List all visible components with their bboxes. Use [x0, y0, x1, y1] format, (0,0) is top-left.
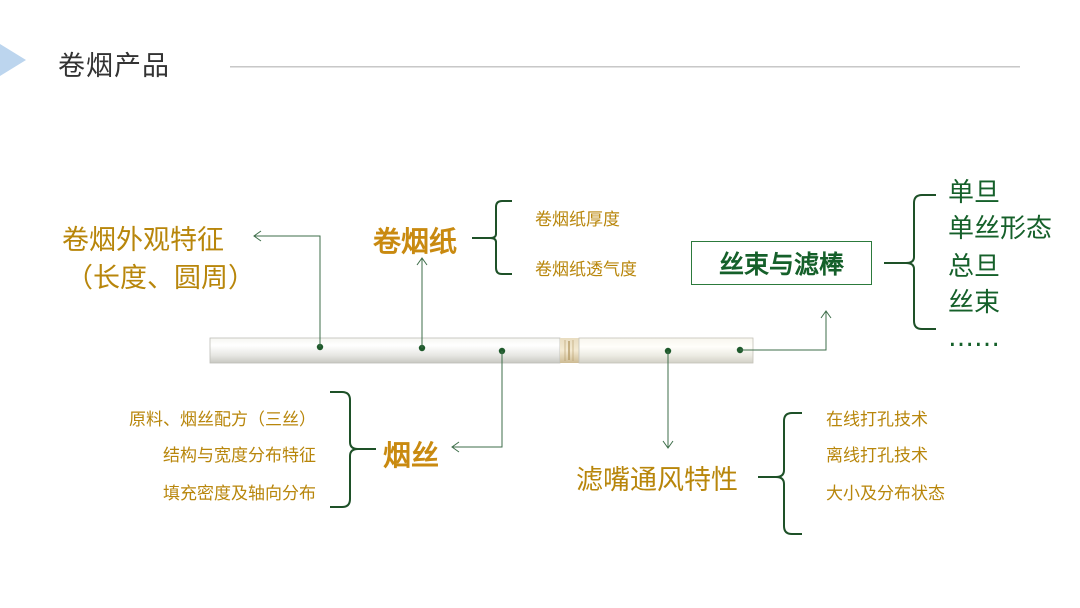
ventilation-item: 离线打孔技术	[826, 446, 928, 466]
filter-label: 丝束与滤棒	[718, 250, 844, 279]
tobacco-item: 原料、烟丝配方（三丝）	[129, 410, 316, 430]
ventilation-label: 滤嘴通风特性	[576, 465, 738, 496]
filter-item: 总旦	[948, 252, 1001, 282]
paper-label: 卷烟纸	[373, 225, 458, 258]
bracket-lines	[330, 194, 936, 535]
appearance-label-line1: 卷烟外观特征	[62, 225, 224, 256]
tobacco-item: 填充密度及轴向分布	[163, 484, 316, 504]
tobacco-item: 结构与宽度分布特征	[163, 446, 316, 466]
filter-item: ……	[948, 323, 1000, 353]
cigarette-image	[209, 337, 754, 364]
filter-item: 单旦	[948, 178, 1001, 208]
connector-lines	[253, 230, 832, 453]
paper-item-thickness: 卷烟纸厚度	[535, 210, 620, 230]
title-divider	[230, 66, 1020, 68]
page-title: 卷烟产品	[58, 51, 170, 82]
paper-item-permeability: 卷烟纸透气度	[535, 260, 637, 280]
filter-label-box: 丝束与滤棒	[691, 241, 872, 285]
tobacco-label: 烟丝	[383, 439, 440, 472]
ventilation-item: 大小及分布状态	[826, 484, 945, 504]
ventilation-item: 在线打孔技术	[826, 410, 928, 430]
appearance-label-line2: （长度、圆周）	[66, 263, 255, 294]
filter-item: 丝束	[948, 288, 1001, 318]
filter-item: 单丝形态	[948, 214, 1053, 244]
title-arrow-decoration	[0, 44, 26, 76]
